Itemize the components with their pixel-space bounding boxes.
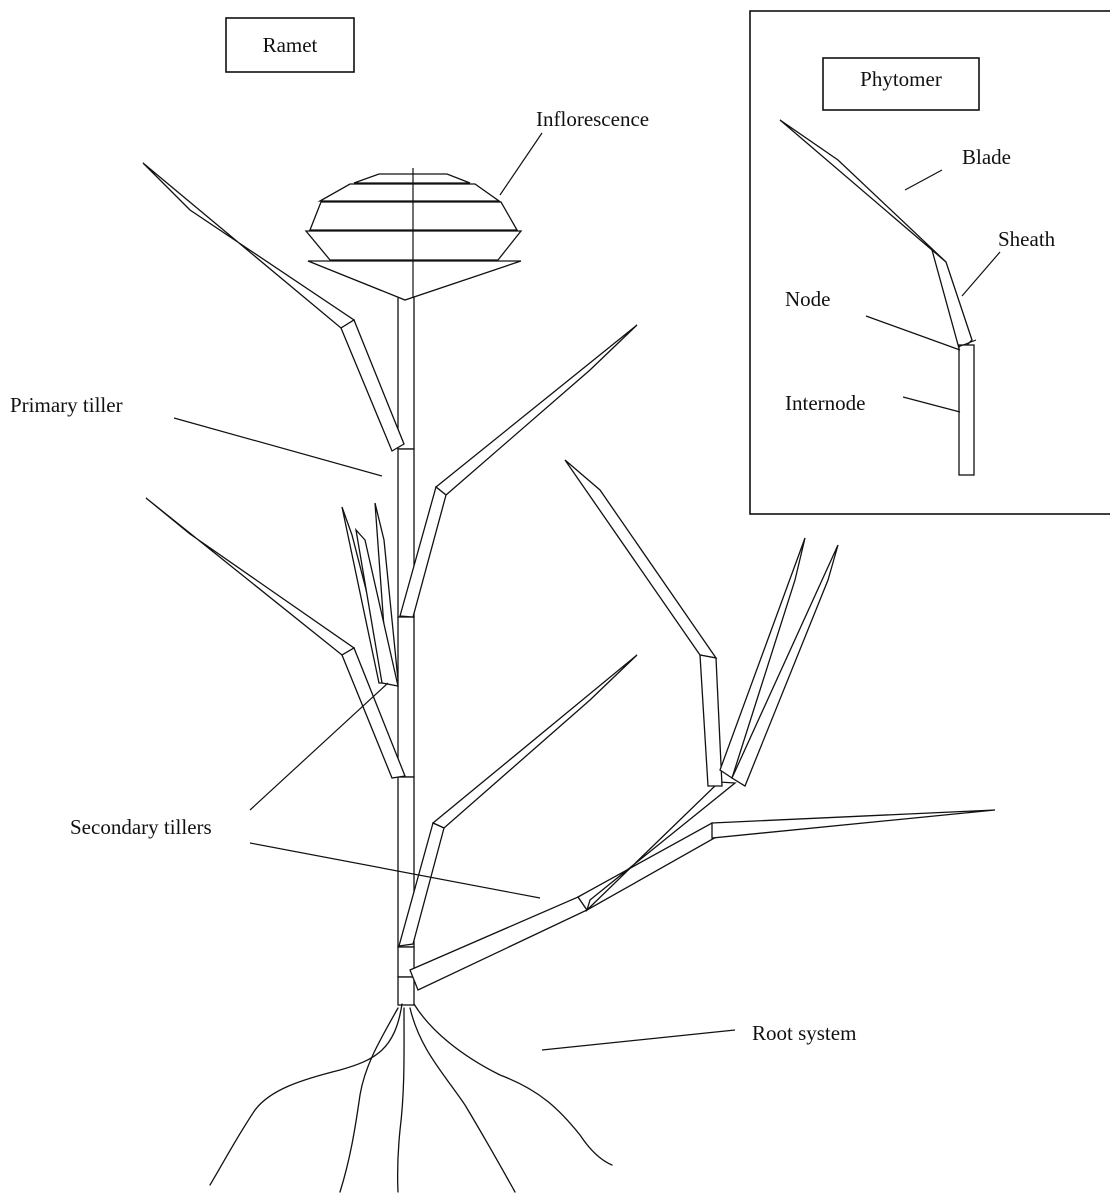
phytomer-title: Phytomer: [860, 67, 942, 91]
internode-label: Internode: [785, 391, 865, 415]
secondary-tillers-leader-upper: [250, 683, 388, 810]
inflorescence-label: Inflorescence: [536, 107, 649, 131]
secondary-tiller-right: [410, 460, 995, 990]
sheath-label: Sheath: [998, 227, 1056, 251]
inflorescence: [306, 168, 521, 300]
node-label: Node: [785, 287, 831, 311]
phytomer-inset: Phytomer Blade Sheath Node Internode: [750, 11, 1110, 514]
blade-label: Blade: [962, 145, 1011, 169]
ramet-title-box: Ramet: [226, 18, 354, 72]
ramet-title: Ramet: [263, 33, 318, 57]
phytomer-internode: [959, 345, 974, 475]
primary-tiller-label: Primary tiller: [10, 393, 123, 417]
primary-tiller-leader: [174, 418, 382, 476]
root-system-leader: [542, 1030, 735, 1050]
inflorescence-leader: [500, 133, 542, 195]
secondary-tillers-leader-lower: [250, 843, 540, 898]
secondary-tillers-label: Secondary tillers: [70, 815, 212, 839]
root-system-label: Root system: [752, 1021, 856, 1045]
root-system: [210, 1004, 612, 1192]
